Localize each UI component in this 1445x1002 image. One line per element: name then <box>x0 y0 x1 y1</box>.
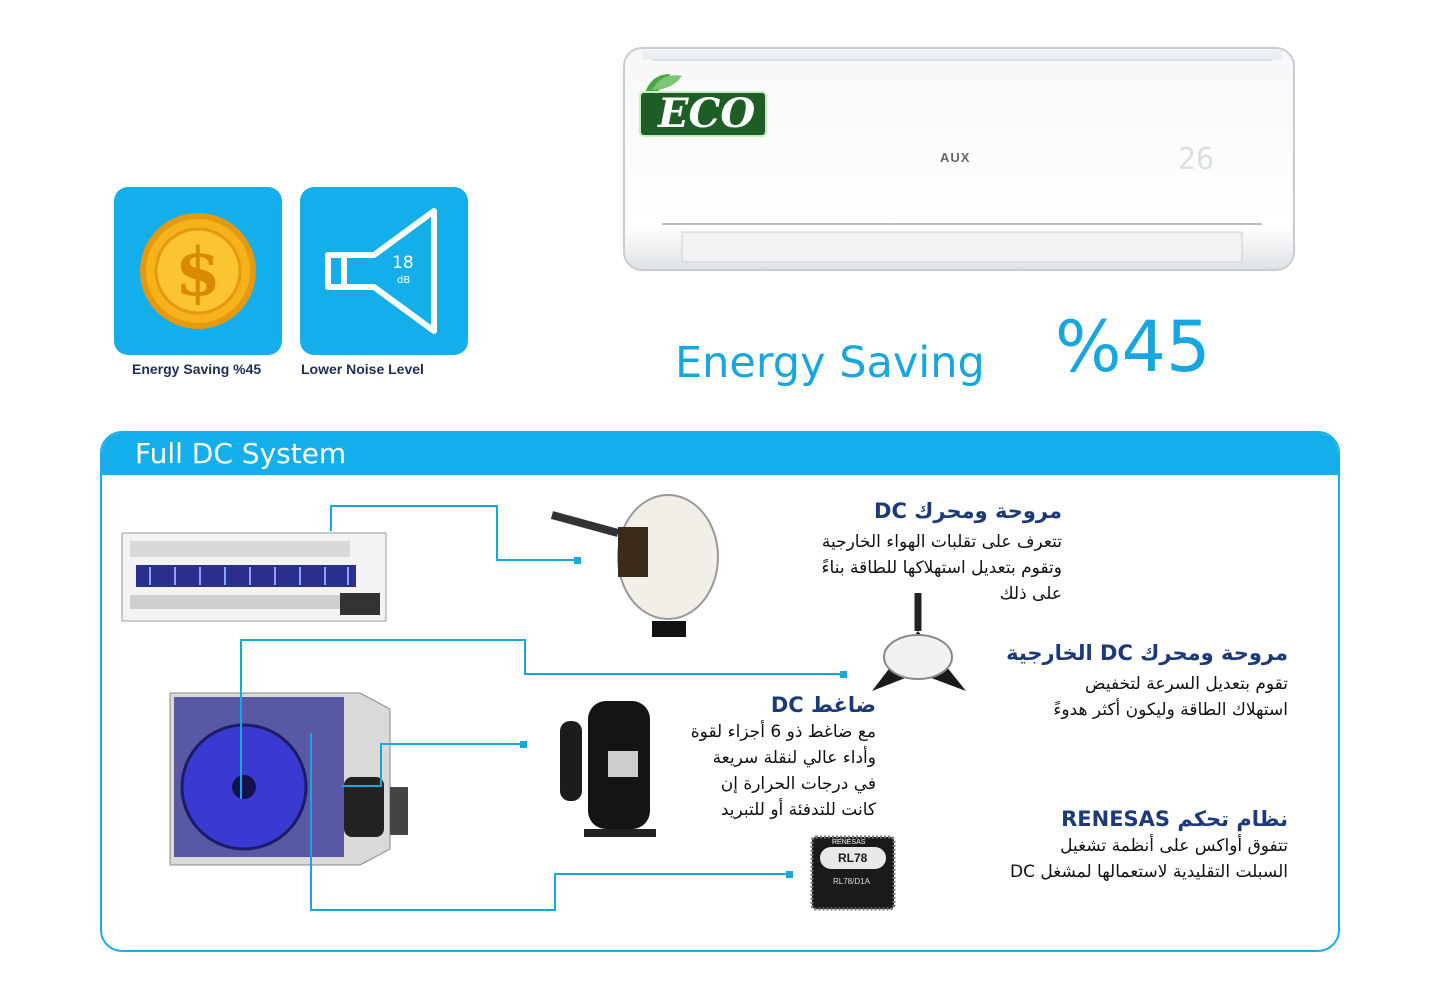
ac-indoor-unit-image: ECO AUX 26 <box>622 44 1296 274</box>
energy-saving-tile: $ <box>114 187 282 355</box>
speaker-icon <box>325 208 437 334</box>
chip-brand: RENESAS <box>832 839 866 846</box>
feature-text: وأداء عالي لنقلة سريعة <box>712 748 876 768</box>
feature-compressor: ضاغط DC مع ضاغط ذو 6 أجزاء لقوة وأداء عا… <box>616 693 876 823</box>
connector-dot <box>786 871 793 878</box>
panel-title: Full DC System <box>135 437 347 470</box>
feature-title: ضاغط DC <box>770 693 876 717</box>
indoor-unit-cutaway-image <box>121 532 387 622</box>
feature-text: على ذلك <box>999 584 1062 604</box>
feature-outdoor-fan-motor: مروحة ومحرك DC الخارجية تقوم بتعديل السر… <box>948 641 1288 723</box>
connector-line <box>496 505 498 561</box>
connector-dot <box>520 741 527 748</box>
feature-text: استهلاك الطاقة وليكون أكثر هدوءً <box>1053 700 1288 720</box>
connector-line <box>240 639 524 641</box>
feature-title: نظام تحكم RENESAS <box>1061 807 1288 831</box>
feature-control-system: نظام تحكم RENESAS تتفوق أواكس على أنظمة … <box>908 807 1288 885</box>
feature-title: مروحة ومحرك DC <box>874 499 1062 523</box>
connector-line <box>524 673 844 675</box>
eco-badge <box>639 74 767 137</box>
feature-text: مع ضاغط ذو 6 أجزاء لقوة <box>690 722 876 742</box>
svg-text:$: $ <box>175 233 221 311</box>
connector-dot <box>840 671 847 678</box>
connector-line <box>554 873 790 875</box>
connector-line <box>330 505 332 531</box>
energy-saving-caption: Energy Saving %45 <box>132 361 262 377</box>
fan-motor-image <box>550 494 719 637</box>
connector-line <box>330 505 498 507</box>
temperature-display: 26 <box>1178 142 1215 177</box>
feature-fan-motor: مروحة ومحرك DC تتعرف على تقلبات الهواء ا… <box>702 499 1062 607</box>
connector-line <box>310 733 312 909</box>
outdoor-unit-cutaway-image <box>169 692 408 866</box>
connector-line <box>240 639 242 799</box>
feature-text: تتفوق أواكس على أنظمة تشغيل <box>1060 836 1288 856</box>
energy-saving-percent: %45 <box>1055 306 1211 388</box>
panel-header: Full DC System <box>102 433 1338 475</box>
noise-level-unit: dB <box>397 275 411 286</box>
feature-text: السبلت التقليدية لاستعمالها لمشغل DC <box>1010 862 1288 882</box>
connector-line <box>496 559 578 561</box>
connector-line <box>524 639 526 675</box>
noise-level-value: 18 <box>392 253 414 273</box>
connector-line <box>380 743 382 787</box>
connector-line <box>554 873 556 911</box>
outdoor-fan-motor-image <box>872 593 966 691</box>
chip-part: RL78/D1A <box>833 877 870 886</box>
feature-text: كانت للتدفئة أو للتبريد <box>720 800 876 820</box>
energy-saving-headline: Energy Saving <box>675 338 985 388</box>
feature-text: تتعرف على تقلبات الهواء الخارجية <box>821 532 1062 552</box>
noise-level-caption: Lower Noise Level <box>301 361 424 377</box>
coin-dollar-icon: $ <box>140 213 256 329</box>
connector-line <box>310 909 556 911</box>
renesas-chip-image <box>810 835 896 911</box>
connector-line <box>380 743 524 745</box>
noise-level-tile: 18 dB <box>300 187 468 355</box>
connector-line <box>342 785 382 787</box>
brand-logo: AUX <box>940 150 971 165</box>
full-dc-system-panel: Full DC System <box>100 431 1340 952</box>
feature-text: تقوم بتعديل السرعة لتخفيض <box>1085 674 1288 694</box>
feature-text: وتقوم بتعديل استهلاكها للطاقة بناءً <box>821 558 1062 578</box>
feature-title: مروحة ومحرك DC الخارجية <box>1006 641 1288 665</box>
connector-dot <box>574 557 581 564</box>
chip-model: RL78 <box>838 851 868 865</box>
eco-badge-label: ECO <box>658 90 756 137</box>
compressor-image <box>560 701 656 837</box>
feature-text: في درجات الحرارة إن <box>720 774 876 794</box>
